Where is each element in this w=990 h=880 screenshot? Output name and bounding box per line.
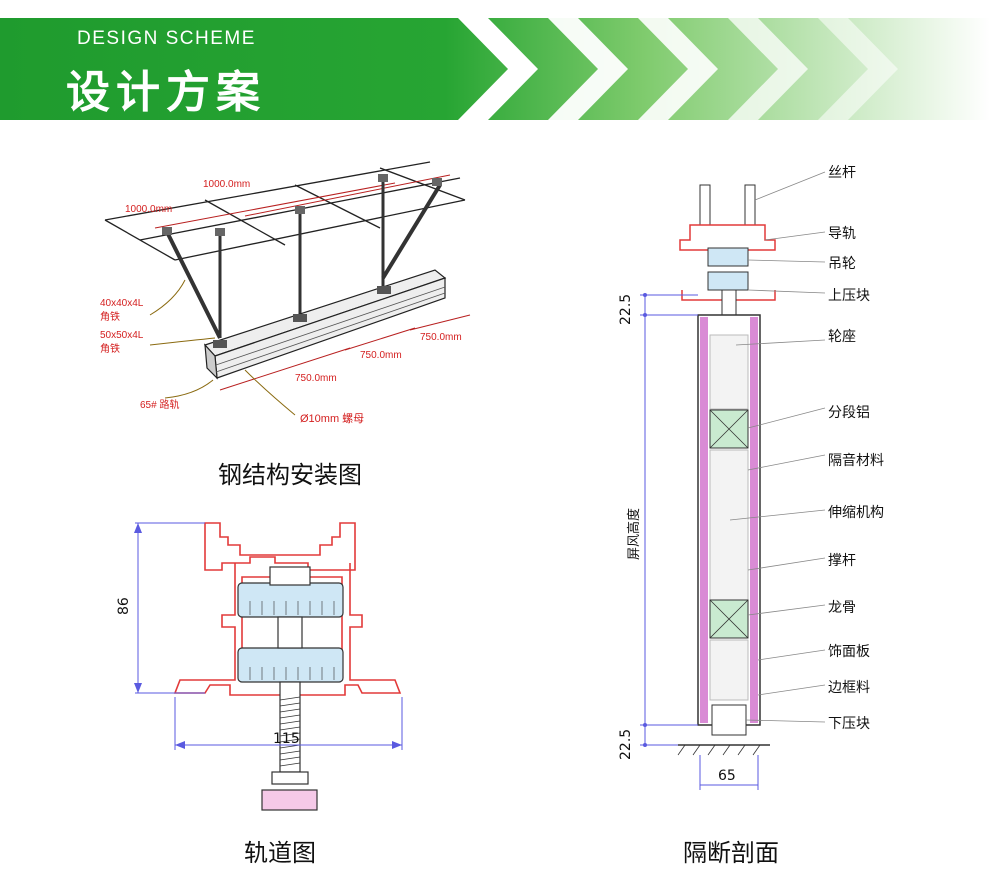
part-label: 丝杆	[828, 165, 856, 181]
part-label: 导轨	[828, 226, 856, 242]
part-label: 上压块	[828, 288, 870, 304]
steel-structure-diagram: 1000.0mm 1000.0mm 40x40x4L 角铁 50x50x4L 角…	[100, 161, 471, 425]
track-caption: 轨道图	[244, 839, 316, 867]
section-height-label: 屏风高度	[626, 508, 642, 560]
part-label: 吊轮	[828, 256, 856, 272]
track-height-dim: 86	[116, 597, 132, 615]
hanger-plate	[261, 789, 318, 811]
section-dim-bottom: 22.5	[618, 729, 634, 760]
part-label: 边框料	[828, 680, 870, 696]
dim-left-label: 1000.0mm	[125, 204, 172, 215]
chevron-icons	[458, 18, 898, 120]
dim-top-label: 1000.0mm	[203, 179, 250, 190]
track-diagram: 86 115	[116, 522, 403, 811]
angle-large-name: 角铁	[100, 342, 120, 355]
section-dim-top: 22.5	[618, 294, 634, 325]
track-width-dim: 115	[273, 731, 300, 747]
angle-small-name: 角铁	[100, 310, 120, 323]
rail-label: 65# 路轨	[140, 398, 179, 411]
facing-right	[750, 317, 758, 723]
angle-small-spec: 40x40x4L	[100, 298, 144, 309]
steel-structure-caption: 钢结构安装图	[218, 461, 362, 489]
angle-large-spec: 50x50x4L	[100, 330, 144, 341]
part-label: 隔音材料	[828, 452, 884, 469]
part-label: 轮座	[828, 329, 856, 345]
nut-label: Ø10mm 螺母	[300, 412, 364, 425]
span1-label: 750.0mm	[295, 373, 337, 384]
span3-label: 750.0mm	[420, 332, 462, 343]
facing-left	[700, 317, 708, 723]
part-label: 撑杆	[828, 553, 856, 569]
section-dim-width: 65	[718, 768, 736, 784]
header-banner: DESIGN SCHEME 设计方案	[0, 18, 990, 120]
span2-label: 750.0mm	[360, 350, 402, 361]
section-caption: 隔断剖面	[683, 839, 779, 867]
part-label: 伸缩机构	[828, 505, 884, 521]
section-diagram: 22.5 22.5 屏风高度 65 丝杆 导轨 吊轮 上压块 轮座 分段铝 隔音…	[618, 165, 884, 790]
banner-subtitle: DESIGN SCHEME	[77, 28, 256, 49]
part-label: 饰面板	[828, 644, 870, 660]
upper-wheel	[237, 582, 344, 618]
banner-title: 设计方案	[66, 67, 266, 118]
banner-background	[0, 18, 990, 120]
part-label: 龙骨	[828, 600, 856, 616]
part-label: 下压块	[828, 716, 870, 732]
lower-wheel	[237, 647, 344, 683]
part-label: 分段铝	[828, 405, 870, 421]
